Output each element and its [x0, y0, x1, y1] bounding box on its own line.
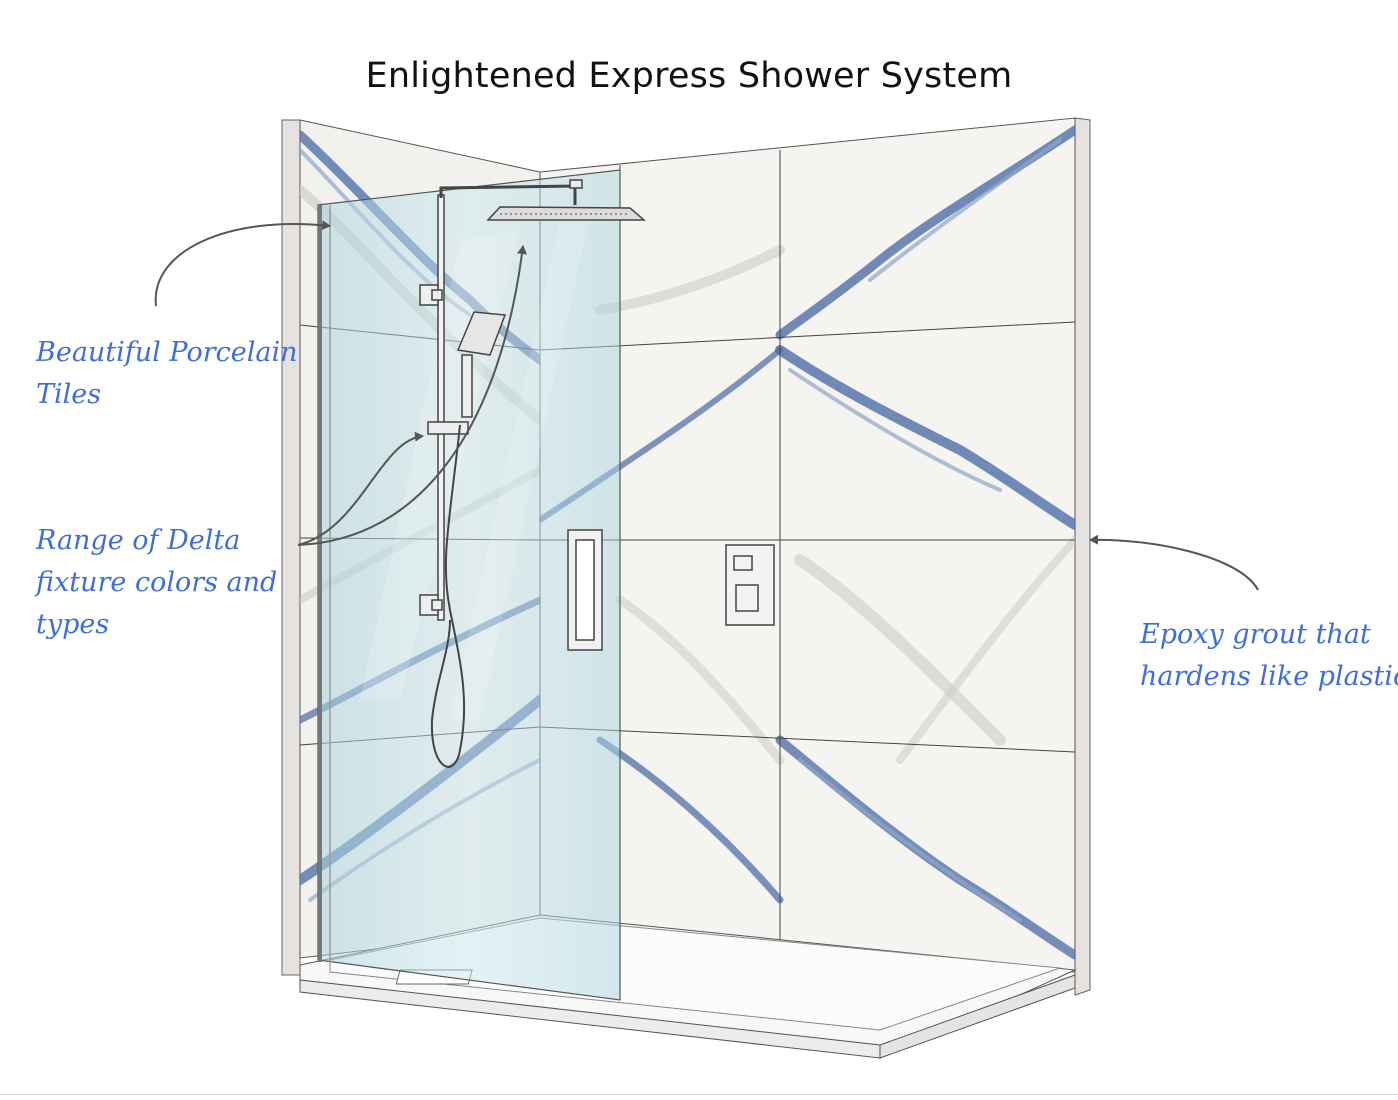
- door-handle: [567, 529, 603, 651]
- fixtures-callout-arrow-1: [297, 431, 424, 546]
- shower-fixture-column: [419, 179, 647, 768]
- bottom-divider: [0, 1094, 1398, 1095]
- rain-showerhead: [486, 206, 647, 221]
- callout-text-line: Range of Delta: [36, 525, 241, 556]
- fixtures-callout-arrow-2: [297, 245, 527, 546]
- callout-text-line: Beautiful Porcelain: [36, 337, 298, 368]
- callout-porcelain-tiles: Beautiful Porcelain Tiles: [36, 332, 297, 416]
- callout-delta-fixtures: Range of Delta fixture colors and types: [36, 520, 277, 646]
- grout-callout-arrow: [1089, 534, 1259, 591]
- callout-text-line: types: [36, 609, 110, 640]
- hand-shower: [456, 311, 507, 418]
- callout-text-line: hardens like plastic: [1140, 661, 1398, 692]
- callout-epoxy-grout: Epoxy grout that hardens like plastic: [1140, 614, 1398, 698]
- callout-text-line: Tiles: [36, 379, 102, 410]
- callout-text-line: fixture colors and: [36, 567, 278, 598]
- valve-trim: [725, 544, 775, 626]
- callout-text-line: Epoxy grout that: [1140, 619, 1371, 650]
- diagram-title: Enlightened Express Shower System: [365, 56, 1013, 96]
- tiles-callout-arrow: [154, 220, 331, 307]
